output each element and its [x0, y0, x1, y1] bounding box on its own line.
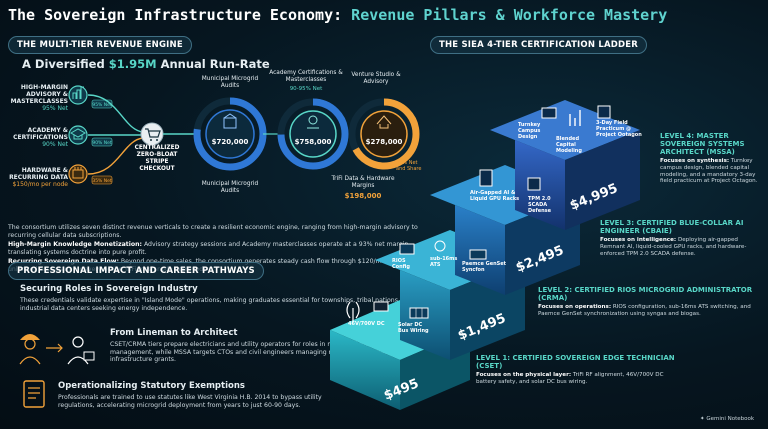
hardware-icon [68, 164, 88, 184]
page-title: The Sovereign Infrastructure Economy: Re… [8, 6, 768, 24]
level-4-focus: Turnkey campus design, blended capital m… [660, 158, 758, 185]
advisory-icon [68, 85, 88, 105]
pie-venture [348, 98, 420, 170]
solar-panel-icon [409, 307, 429, 319]
pie1-bottom-label: Municipal Microgrid Audits [201, 181, 259, 194]
pie3-value: $278,000 [366, 138, 403, 146]
pie1-top-label: Municipal Microgrid Audits [201, 76, 259, 89]
hardware-tag: 35% Net [92, 178, 112, 184]
impact-heading-2: From Lineman to Architect [110, 328, 238, 338]
pie2-top-label: Academy Certifications & Masterclasses [269, 70, 343, 83]
level-2-focus-head: Focuses on operations: [538, 304, 612, 310]
server-rack-icon [479, 169, 493, 187]
pie3-side-note: 30% Net and Share [396, 160, 422, 172]
pie3-bottom-value: $198,000 [344, 192, 382, 200]
stream-academy: ACADEMY & CERTIFICATIONS 90% Net [6, 127, 68, 148]
level-2-description: LEVEL 2: CERTIFIED RIOS MICROGRID ADMINI… [538, 286, 758, 318]
stream-advisory-name: HIGH-MARGIN ADVISORY & MASTERCLASSES [10, 84, 68, 105]
revenue-heading-amount: $1.95M [108, 57, 157, 71]
stream-advisory: HIGH-MARGIN ADVISORY & MASTERCLASSES 95%… [6, 84, 68, 112]
impact-heading-3: Operationalizing Statutory Exemptions [58, 381, 245, 391]
academy-icon [68, 125, 88, 145]
battery-icon [373, 301, 389, 312]
arrow-right-icon [46, 343, 63, 353]
l1-icon-label-2: Solar DC Bus Wiring [398, 322, 429, 334]
document-icon [23, 380, 45, 408]
level-3-description: LEVEL 3: CERTIFIED BLUE-COLLAR AI ENGINE… [600, 219, 764, 257]
impact-section-label: PROFESSIONAL IMPACT AND CAREER PATHWAYS [8, 262, 264, 280]
genset-icon [469, 249, 487, 260]
academy-tag: 90% Net [92, 140, 112, 146]
revenue-heading-pre: A Diversified [22, 57, 105, 71]
stream-hardware-name: HARDWARE & RECURRING DATA [9, 167, 68, 181]
l1-icon-label-1: 46V/700V DC [348, 321, 385, 327]
level-1-focus-head: Focuses on the physical layer: [476, 372, 572, 378]
level-2-title: LEVEL 2: CERTIFIED RIOS MICROGRID ADMINI… [538, 286, 753, 302]
gemini-notebook-badge: ✦ Gemini Notebook [700, 416, 754, 422]
sparkle-icon: ✦ [700, 416, 705, 422]
level-4-focus-head: Focuses on synthesis: [660, 158, 730, 164]
revenue-heading: A Diversified $1.95M Annual Run-Rate [22, 57, 270, 71]
revenue-section-label: THE MULTI-TIER REVENUE ENGINE [8, 36, 192, 54]
lineman-icon [19, 334, 41, 365]
impact-para-1: These credentials validate expertise in … [20, 297, 414, 312]
stream-hardware-margin: $150/mo per node [12, 181, 68, 188]
pie-academy [277, 98, 349, 170]
step-level-4 [490, 100, 640, 230]
level-3-title: LEVEL 3: CERTIFIED BLUE-COLLAR AI ENGINE… [600, 219, 744, 235]
antenna-icon [346, 301, 360, 322]
campus-icon [541, 107, 557, 119]
architect-icon [67, 336, 95, 365]
level-1-description: LEVEL 1: CERTIFIED SOVEREIGN EDGE TECHNI… [476, 354, 676, 386]
level-4-description: LEVEL 4: MASTER SOVEREIGN SYSTEMS ARCHIT… [660, 132, 764, 185]
config-icon [399, 243, 415, 255]
revenue-heading-post: Annual Run-Rate [160, 57, 270, 71]
l4-icon-label-2: Blended Capital Modeling [556, 136, 582, 154]
revenue-flow-diagram: 95% Net 90% Net 35% Net $720,000 $758,00… [68, 85, 420, 185]
advisory-tag: 95% Net [92, 102, 112, 108]
level-4-title: LEVEL 4: MASTER SOVEREIGN SYSTEMS ARCHIT… [660, 132, 745, 156]
level-1-title: LEVEL 1: CERTIFIED SOVEREIGN EDGE TECHNI… [476, 354, 675, 370]
pie2-sub: 90-95% Net [289, 86, 323, 92]
title-part-main: The Sovereign Infrastructure Economy: [8, 6, 343, 24]
badge-label: Gemini Notebook [706, 416, 755, 422]
stream-hardware: HARDWARE & RECURRING DATA $150/mo per no… [6, 167, 68, 188]
l2-icon-label-3: Paemce GenSet Syncfon [462, 261, 507, 273]
l2-icon-label-1: RIOS Config [392, 258, 410, 270]
l3-icon-label-2: TPM 2.0 SCADA Defense [528, 196, 552, 214]
stream-advisory-margin: 95% Net [42, 105, 68, 112]
stream-academy-margin: 90% Net [42, 141, 68, 148]
level-3-focus: Deploying air-gapped Remnant AI, liquid-… [600, 237, 747, 257]
l3-icon-label-1: Air-Gapped AI & Liquid GPU Racks [470, 190, 520, 202]
title-part-accent: Revenue Pillars & Workforce Mastery [351, 6, 668, 24]
revenue-para-1: The consortium utilizes seven distinct r… [8, 224, 418, 239]
impact-para-3: Professionals are trained to use statute… [58, 394, 322, 409]
l4-icon-label-1: Turnkey Campus Design [518, 122, 541, 140]
level-3-focus-head: Focuses on intelligence: [600, 237, 677, 243]
switch-icon [434, 240, 446, 252]
revenue-para-2: Advisory strategy sessions and Academy m… [8, 241, 411, 256]
revenue-para-3-head: Recurring Sovereign Data Flow: [8, 258, 119, 265]
capital-chart-icon [569, 110, 581, 126]
pie3-bottom-label: TriFi Data & Hardware Margins [331, 176, 395, 189]
level-1-focus: TriFi RF alignment, 46V/700V DC battery … [476, 372, 664, 385]
revenue-para-2-head: High-Margin Knowledge Monetization: [8, 241, 142, 249]
certification-staircase: $495 $1,495 $2,495 $4,995 [330, 100, 640, 410]
stream-academy-name: ACADEMY & CERTIFICATIONS [13, 127, 68, 141]
ladder-section-label: THE SIEA 4-TIER CERTIFICATION LADDER [430, 36, 647, 54]
pie-municipal-audits [193, 97, 267, 171]
impact-para-2: CSET/CRMA tiers prepare electricians and… [110, 341, 387, 364]
checkout-label: CENTRALIZED ZERO-BLOAT STRIPE CHECKOUT [134, 145, 180, 172]
impact-heading-1: Securing Roles in Sovereign Industry [20, 284, 198, 294]
pie3-top-label: Venture Studio & Advisory [351, 72, 401, 85]
l4-icon-label-3: 3-Day Field Practicum @ Project Ootagon [596, 120, 642, 138]
calendar-icon [597, 105, 611, 119]
chip-icon [527, 177, 541, 191]
lineman-architect-illustration [19, 334, 95, 365]
pie1-value: $720,000 [212, 138, 249, 146]
level-2-focus: RIOS configuration, sub-16ms ATS switchi… [538, 304, 751, 317]
pie2-value: $758,000 [295, 138, 332, 146]
l2-icon-label-2: sub-16ms ATS [430, 256, 458, 268]
cart-icon [140, 122, 164, 146]
